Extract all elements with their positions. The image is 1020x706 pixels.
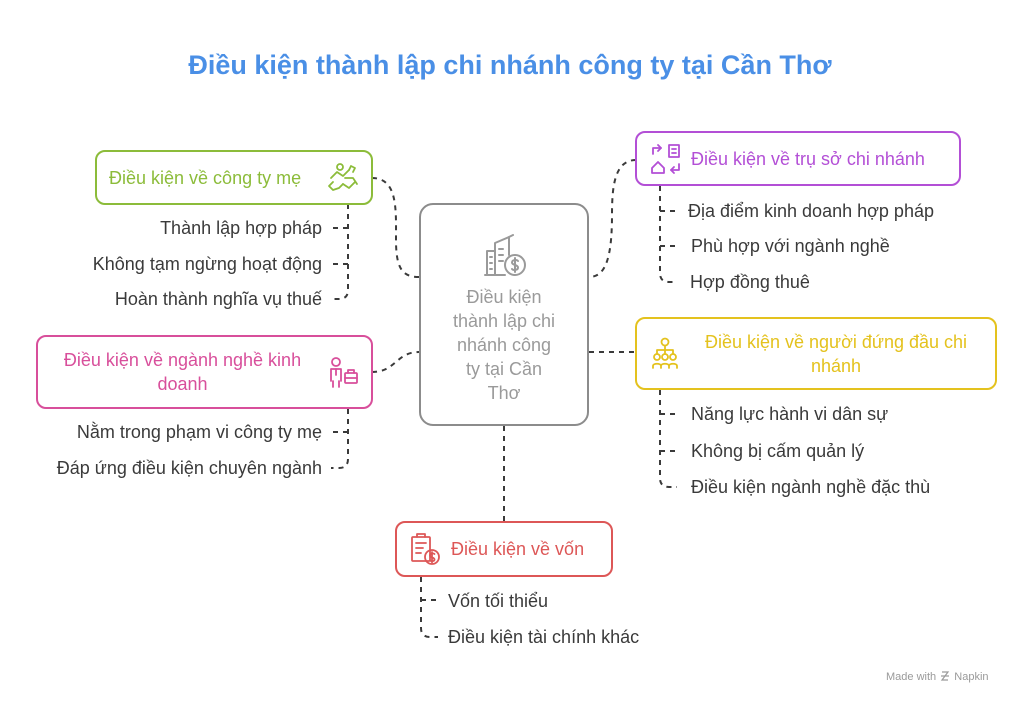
business-sector-label: Điều kiện về ngành nghề kinh doanh — [63, 350, 302, 394]
head-office-node: Điều kiện về trụ sở chi nhánh — [635, 131, 961, 186]
building-dollar-icon — [484, 234, 526, 276]
capital-label: Điều kiện về vốn — [451, 539, 585, 559]
capital-item-1: Vốn tối thiểu — [448, 591, 549, 611]
office-item-1: Địa điểm kinh doanh hợp pháp — [688, 201, 934, 221]
made-with-label: Made with — [886, 671, 937, 683]
napkin-brand: Napkin — [954, 671, 989, 683]
business-sector-node: Điều kiện về ngành nghề kinh doanh — [36, 335, 373, 409]
connector-parent-company — [371, 177, 420, 278]
napkin-logo-icon — [941, 671, 950, 681]
connector-head-office — [588, 159, 637, 278]
handshake-agreement-icon — [328, 162, 358, 191]
org-hierarchy-icon — [652, 337, 678, 369]
parent-company-label: Điều kiện về công ty mẹ — [109, 167, 302, 188]
center-label: Điều kiện thành lập chi nhánh công ty tạ… — [452, 287, 556, 403]
business-item-2: Đáp ứng điều kiện chuyên ngành — [56, 458, 322, 478]
parent-company-node: Điều kiện về công ty mẹ — [95, 150, 373, 205]
made-with-napkin: Made with Napkin — [886, 671, 989, 683]
connector-person-items — [659, 390, 677, 488]
office-item-2: Phù hợp với ngành nghề — [691, 236, 890, 256]
head-office-label: Điều kiện về trụ sở chi nhánh — [691, 148, 925, 169]
document-dollar-icon — [411, 533, 440, 565]
capital-node: Điều kiện về vốn — [395, 521, 613, 577]
businessman-briefcase-icon — [330, 357, 358, 388]
connector-office-items — [659, 186, 677, 283]
head-person-node: Điều kiện về người đứng đầu chi nhánh — [635, 317, 997, 390]
connector-capital-items — [420, 577, 438, 638]
office-item-3: Hợp đồng thuê — [690, 272, 810, 292]
center-node: Điều kiện thành lập chi nhánh công ty tạ… — [419, 203, 589, 426]
relocate-office-icon — [651, 143, 680, 174]
head-person-label: Điều kiện về người đứng đầu chi nhánh — [704, 331, 968, 376]
parent-item-2: Không tạm ngừng hoạt động — [92, 254, 322, 274]
connector-business-sector — [371, 351, 420, 373]
person-item-3: Điều kiện ngành nghề đặc thù — [691, 477, 931, 497]
person-item-1: Năng lực hành vi dân sự — [691, 404, 889, 424]
capital-item-2: Điều kiện tài chính khác — [448, 627, 640, 647]
connector-parent-items — [331, 204, 349, 300]
parent-item-3: Hoàn thành nghĩa vụ thuế — [114, 289, 322, 309]
person-item-2: Không bị cấm quản lý — [691, 441, 865, 461]
connector-business-items — [331, 409, 349, 469]
parent-item-1: Thành lập hợp pháp — [160, 218, 322, 238]
business-item-1: Nằm trong phạm vi công ty mẹ — [76, 422, 322, 442]
diagram-title: Điều kiện thành lập chi nhánh công ty tạ… — [188, 50, 832, 80]
